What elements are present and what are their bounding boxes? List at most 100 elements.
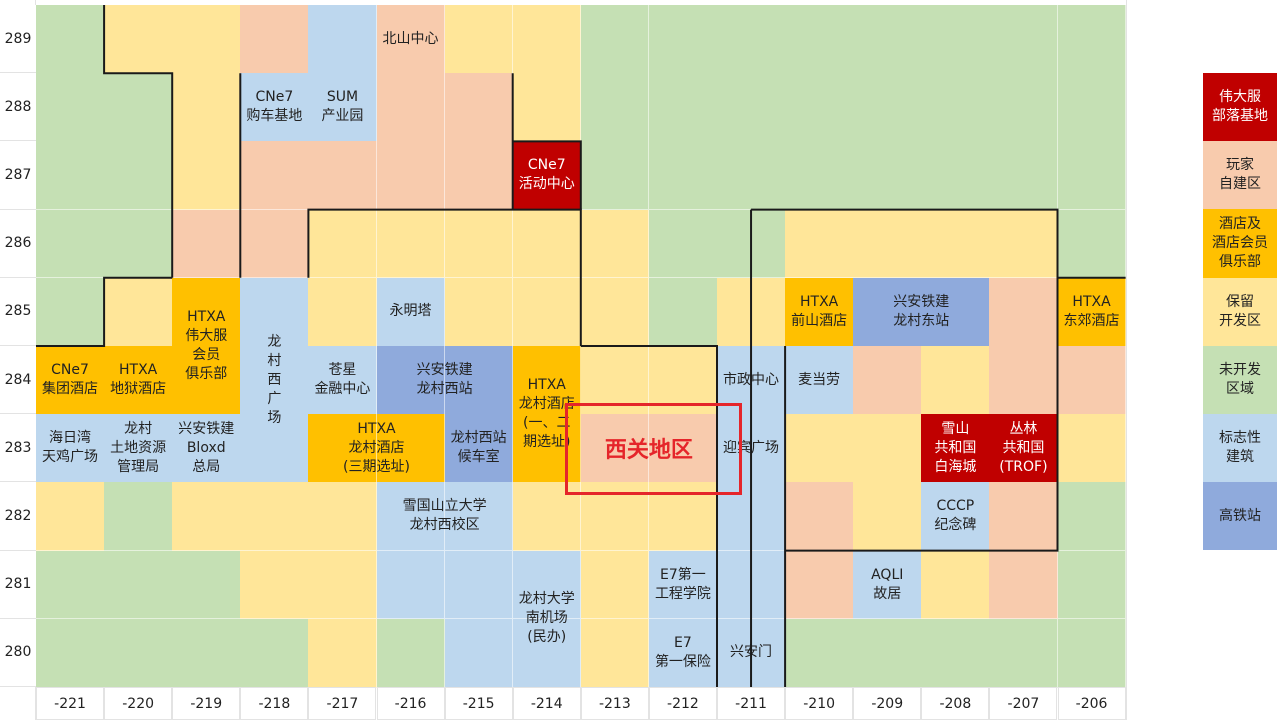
map-cell [853, 550, 922, 620]
map-cell [921, 277, 990, 347]
map-cell [1057, 73, 1127, 142]
map-cell [921, 5, 990, 74]
map-cell [648, 414, 718, 483]
map-cell [376, 73, 446, 142]
map-cell [36, 618, 105, 688]
district-border [785, 277, 1059, 552]
map-cell [785, 5, 854, 74]
map-cell [376, 618, 446, 688]
map-cell [376, 141, 446, 211]
map-cell [785, 618, 854, 688]
x-axis-label: -207 [989, 687, 1058, 720]
y-axis-label: 283 [0, 414, 36, 483]
map-cell [580, 550, 650, 620]
map-cell [989, 346, 1059, 415]
map-cell [240, 73, 309, 142]
map-cell [989, 277, 1059, 347]
map-cell [36, 414, 105, 483]
map-cell [444, 209, 514, 279]
map-cell [785, 414, 854, 483]
map-cell [240, 5, 309, 74]
district-border [103, 5, 174, 278]
x-axis-label: -219 [172, 687, 241, 720]
map-cell [580, 141, 650, 211]
map-cell [444, 5, 514, 74]
map-cell [717, 5, 786, 74]
map-cell [989, 414, 1059, 483]
map-cell [580, 414, 650, 483]
y-axis-label: 281 [0, 550, 36, 619]
map-cell [921, 618, 990, 688]
legend-item: 伟大服 部落基地 [1203, 73, 1277, 142]
map-cell [308, 277, 378, 347]
map-cell [36, 277, 105, 347]
map-cell [36, 209, 105, 279]
map-cell [785, 277, 854, 347]
map-cell [36, 346, 105, 415]
map-cell [104, 277, 173, 347]
map-cell [172, 277, 241, 347]
y-axis-label: 284 [0, 346, 36, 415]
map-cell [648, 141, 718, 211]
map-cell [240, 277, 309, 347]
x-axis-label: -218 [240, 687, 309, 720]
map-cell [853, 346, 922, 415]
district-border [751, 208, 1126, 279]
x-axis-label: -214 [512, 687, 581, 720]
map-cell [1057, 346, 1127, 415]
y-axis-label: 286 [0, 209, 36, 278]
y-axis-label: 287 [0, 141, 36, 210]
highlight-box [565, 402, 743, 496]
map-cell [376, 550, 446, 620]
map-cell [989, 209, 1059, 279]
map-cell [444, 482, 514, 552]
map-cell [444, 550, 514, 620]
y-axis-label: 288 [0, 73, 36, 142]
map-cell [36, 550, 105, 620]
legend-item: 酒店及 酒店会员 俱乐部 [1203, 209, 1277, 278]
district-border [580, 345, 718, 687]
x-axis-label: -208 [921, 687, 990, 720]
map-cell [989, 5, 1059, 74]
legend-item: 玩家 自建区 [1203, 141, 1277, 210]
blank-column [1125, 0, 1203, 720]
map-cell [104, 550, 173, 620]
x-axis-label: -213 [580, 687, 649, 720]
map-cell [648, 618, 718, 688]
map-cell [989, 482, 1059, 552]
map-cell [580, 73, 650, 142]
map-cell [989, 141, 1059, 211]
map-cell [512, 277, 582, 347]
map-cell [172, 5, 241, 74]
district-border [36, 276, 173, 347]
map-cell [853, 482, 922, 552]
x-axis-label: -220 [104, 687, 173, 720]
map-cell [648, 277, 718, 347]
district-border [307, 208, 582, 346]
map-cell [853, 277, 922, 347]
map-cell [785, 550, 854, 620]
x-axis-label: -221 [36, 687, 105, 720]
map-cell [172, 141, 241, 211]
legend-item: 标志性 建筑 [1203, 414, 1277, 483]
x-axis-label: -211 [717, 687, 786, 720]
district-border [512, 140, 582, 210]
map-cell [308, 414, 378, 483]
map-cell [717, 73, 786, 142]
map-cell [989, 618, 1059, 688]
map-cell [104, 141, 173, 211]
map-cell [376, 346, 446, 415]
map-cell [785, 482, 854, 552]
x-axis-label: -212 [648, 687, 717, 720]
y-axis-label: 282 [0, 482, 36, 551]
map-cell [172, 414, 241, 483]
y-axis-label: 289 [0, 5, 36, 74]
map-cell [36, 141, 105, 211]
legend-item: 保留 开发区 [1203, 277, 1277, 346]
map-cell [308, 482, 378, 552]
map-cell [308, 141, 378, 211]
map-cell [172, 482, 241, 552]
highlight-label: 西关地区 [604, 438, 693, 464]
